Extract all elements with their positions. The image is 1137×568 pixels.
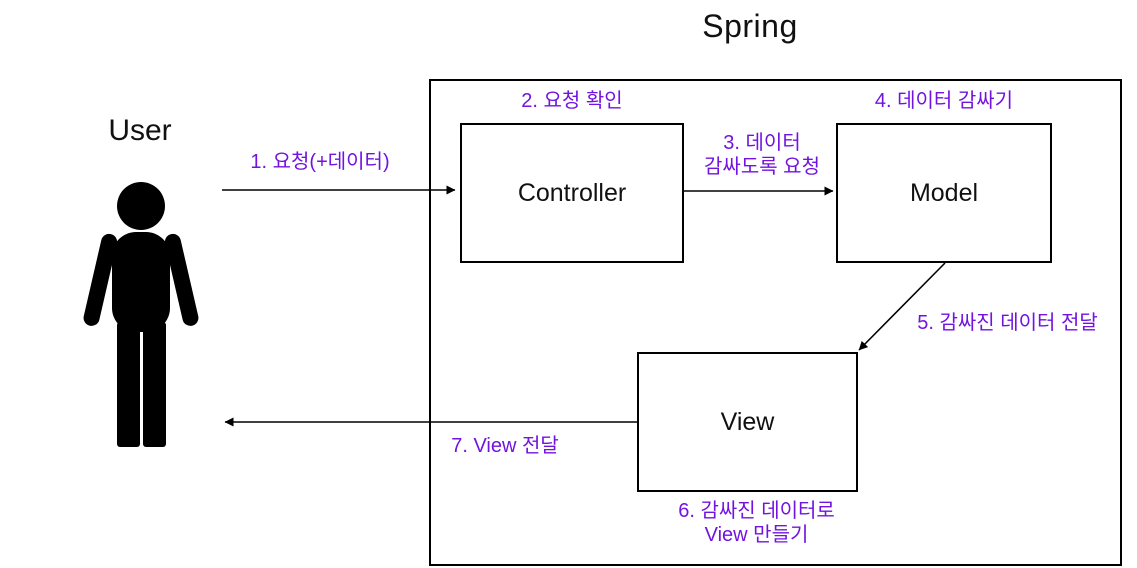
step-3-line2: 감싸도록 요청 [704, 156, 820, 178]
controller-box-label: Controller [517, 178, 627, 207]
spring-container-box [429, 79, 1122, 566]
model-box-label: Model [909, 178, 979, 207]
view-box: View [637, 352, 858, 492]
step-6-line2: View 만들기 [704, 524, 809, 546]
step-4-label: 4. 데이터 감싸기 [874, 90, 1014, 112]
step-7-label: 7. View 전달 [451, 435, 559, 457]
diagram-title: Spring [702, 8, 798, 44]
controller-box: Controller [460, 123, 684, 263]
view-box-label: View [720, 407, 775, 436]
step-6-label: 6. 감싸진 데이터로 View 만들기 [640, 499, 873, 547]
step-5-label: 5. 감싸진 데이터 전달 [917, 312, 1098, 334]
step-6-line1: 6. 감싸진 데이터로 [678, 500, 835, 522]
person-icon [83, 182, 199, 447]
step-3-line1: 3. 데이터 [723, 132, 801, 154]
model-box: Model [836, 123, 1052, 263]
step-2-label: 2. 요청 확인 [521, 90, 623, 112]
actor-label: User [108, 114, 172, 147]
step-1-label: 1. 요청(+데이터) [250, 151, 390, 173]
step-3-label: 3. 데이터 감싸도록 요청 [689, 131, 835, 179]
